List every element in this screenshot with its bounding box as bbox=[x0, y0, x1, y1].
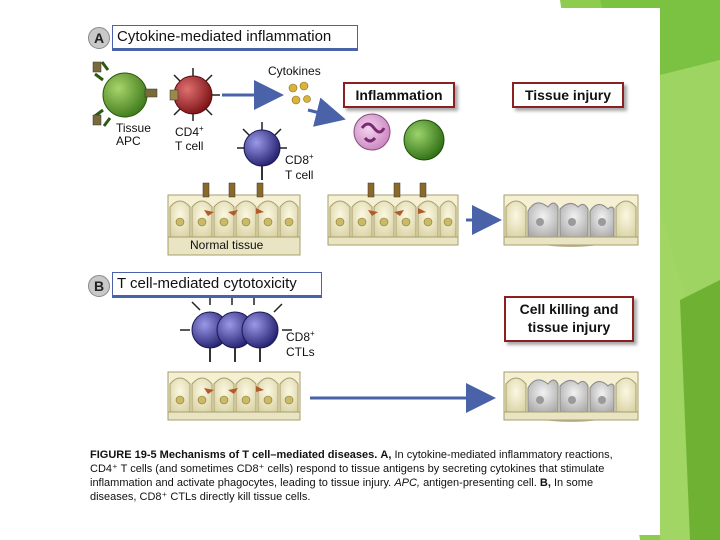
panel-b-title: T cell-mediated cytotoxicity bbox=[112, 272, 322, 298]
neutrophil-cell bbox=[353, 113, 391, 151]
cd4-t-cell bbox=[169, 68, 220, 121]
panel-b-letter: B bbox=[88, 275, 110, 297]
cytokines-label: Cytokines bbox=[268, 64, 321, 78]
cell-killing-box: Cell killing and tissue injury bbox=[504, 296, 634, 342]
normal-tissue-label: Normal tissue bbox=[190, 238, 264, 252]
caption-a-label: A, bbox=[380, 449, 392, 461]
macrophage-cell bbox=[403, 119, 445, 161]
caption-a-text: In cytokine-mediated inflammatory reacti… bbox=[90, 449, 613, 489]
tissue-injury-box: Tissue injury bbox=[512, 82, 624, 108]
injured-tissue-b bbox=[503, 371, 639, 422]
inflamed-tissue bbox=[327, 182, 459, 246]
tissue-apc-cell bbox=[92, 61, 158, 127]
caption-b-text: In some diseases, CD8⁺ CTLs directly kil… bbox=[90, 477, 594, 503]
injured-tissue-a bbox=[503, 194, 639, 247]
cd8-ctl-cells bbox=[180, 295, 292, 362]
caption-b-label: B, bbox=[539, 477, 551, 489]
tissue-apc-label: Tissue APC bbox=[116, 121, 151, 148]
cd8-t-cell-label: T cell bbox=[285, 168, 314, 182]
cd4-t-cell-label: T cell bbox=[175, 139, 204, 153]
caption-apc-abbr: APC, bbox=[394, 477, 420, 489]
figure-caption: FIGURE 19-5 Mechanisms of T cell–mediate… bbox=[90, 448, 640, 504]
panel-a-title: Cytokine-mediated inflammation bbox=[112, 25, 358, 51]
normal-tissue bbox=[167, 182, 301, 256]
ctl-label: CD8+ bbox=[286, 329, 315, 344]
cytokine-dots bbox=[288, 81, 311, 105]
arrow-to-inflammation bbox=[307, 97, 346, 127]
green-stripe-accent bbox=[680, 280, 720, 540]
caption-figure-label: FIGURE 19-5 Mechanisms of T cell–mediate… bbox=[90, 449, 378, 461]
cd4-label: CD4+ bbox=[175, 124, 204, 139]
caption-apc-text: antigen-presenting cell. bbox=[423, 477, 537, 489]
ctl-label-2: CTLs bbox=[286, 345, 315, 359]
target-tissue-b bbox=[167, 371, 301, 421]
cd8-label: CD8+ bbox=[285, 152, 314, 167]
inflammation-box: Inflammation bbox=[343, 82, 455, 108]
panel-a-letter: A bbox=[88, 27, 110, 49]
cd8-t-cell bbox=[237, 122, 287, 180]
